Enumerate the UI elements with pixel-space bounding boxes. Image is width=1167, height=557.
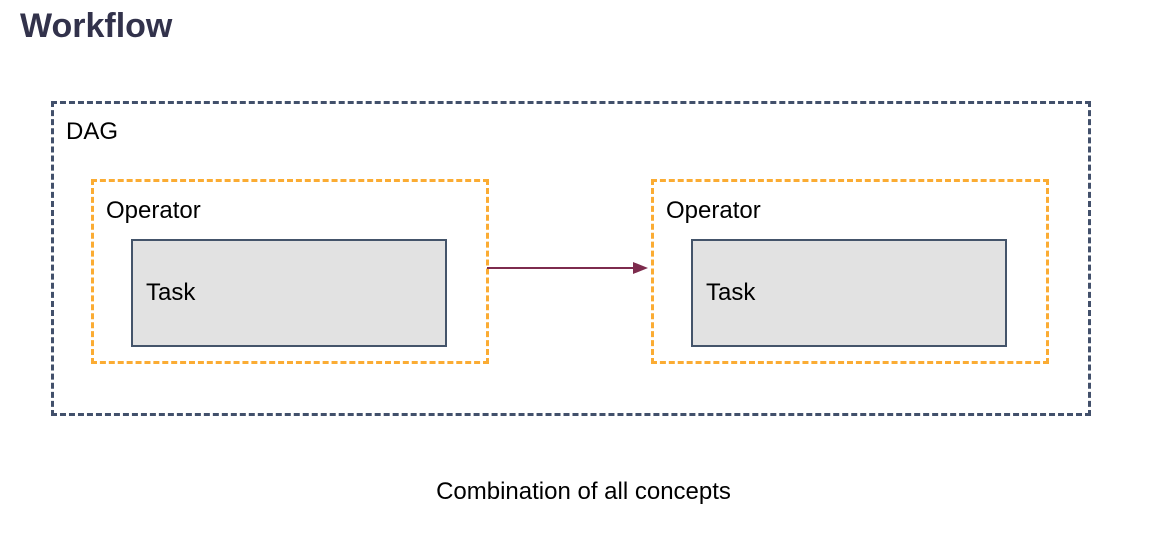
task-label-2: Task <box>706 279 756 306</box>
dag-container: DAG Operator Task Operator Task <box>51 101 1091 416</box>
dag-label: DAG <box>66 118 119 145</box>
task-box-2: Task <box>691 239 1007 347</box>
operator-label-1: Operator <box>106 197 201 224</box>
operator-label-2: Operator <box>666 197 761 224</box>
page-title: Workflow <box>20 7 173 45</box>
operator-box-2: Operator Task <box>651 179 1049 364</box>
operator-box-1: Operator Task <box>91 179 489 364</box>
task-label-1: Task <box>146 279 196 306</box>
task-dependency-arrow-icon <box>487 262 648 274</box>
diagram-caption: Combination of all concepts <box>436 478 731 505</box>
task-box-1: Task <box>131 239 447 347</box>
